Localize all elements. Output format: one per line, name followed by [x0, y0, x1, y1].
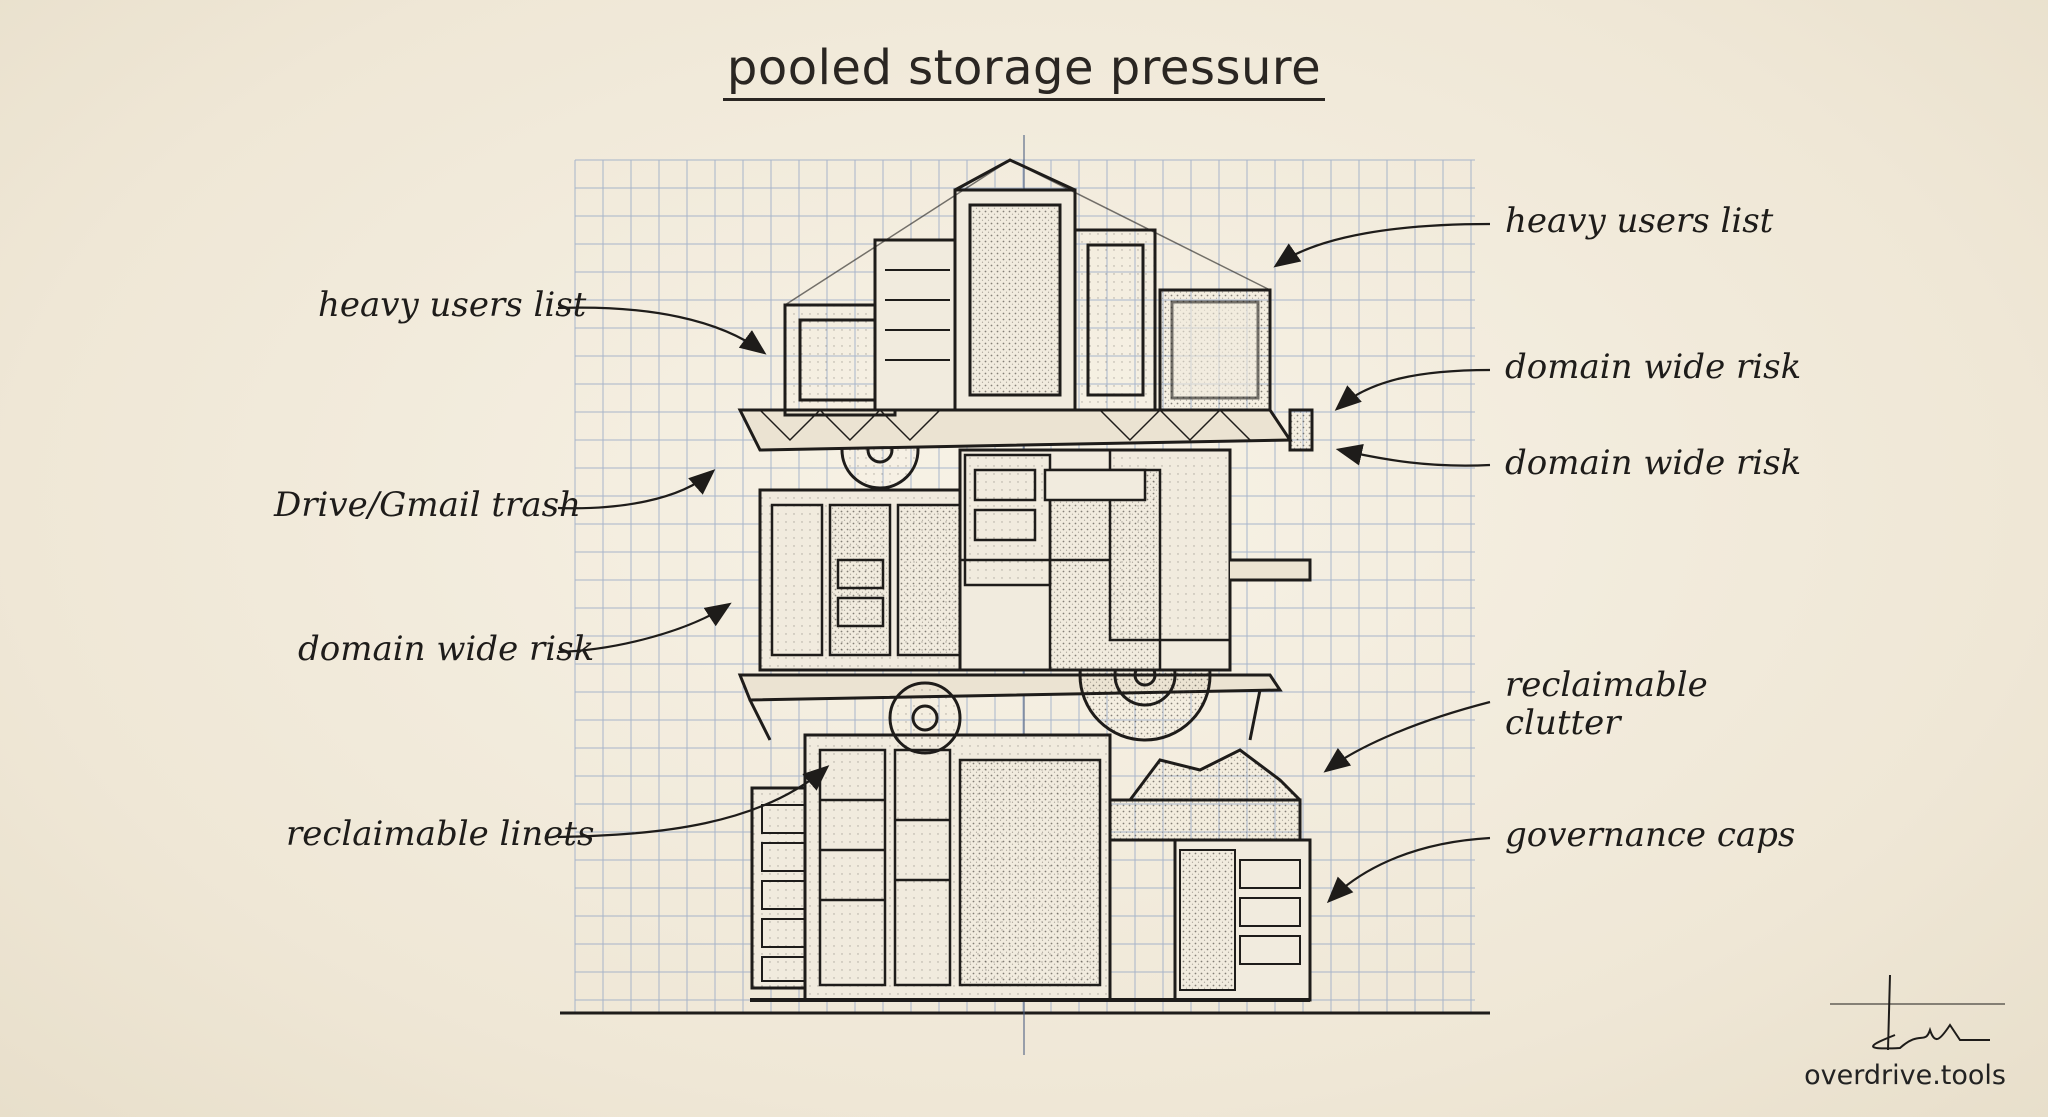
label-left-2: Drive/Gmail trash	[274, 485, 581, 525]
signature-logo	[1830, 974, 2005, 1051]
label-left-3: domain wide risk	[298, 629, 595, 669]
arrow-right-2	[1334, 368, 1491, 411]
tower	[737, 158, 1314, 1002]
arrow-right-3	[1335, 444, 1491, 467]
label-left-1: heavy users list	[318, 285, 587, 325]
label-right-1: heavy users list	[1505, 201, 1774, 241]
arrow-right-5	[1326, 836, 1491, 904]
label-right-5: governance caps	[1505, 815, 1796, 855]
label-left-4: reclaimable linets	[286, 814, 595, 854]
label-right-3: domain wide risk	[1505, 443, 1802, 483]
arrow-left-1	[557, 306, 767, 355]
arrow-left-4	[557, 765, 830, 839]
leader-arrows	[557, 222, 1491, 904]
label-right-2: domain wide risk	[1505, 347, 1802, 387]
arrow-right-1	[1273, 222, 1491, 268]
brand-text: overdrive.tools	[1804, 1060, 2006, 1091]
label-right-4: reclaimable clutter	[1505, 665, 1708, 743]
arrow-right-4	[1323, 700, 1491, 773]
page-title: pooled storage pressure	[0, 40, 2048, 101]
arrow-left-2	[557, 469, 716, 510]
arrow-left-3	[557, 602, 732, 654]
